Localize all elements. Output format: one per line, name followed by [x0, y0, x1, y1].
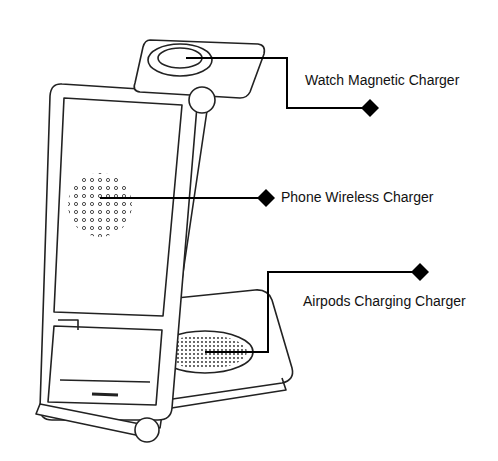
- callout-label: Watch Magnetic Charger: [305, 72, 459, 89]
- stand-outline: [36, 40, 293, 442]
- callout-label: Airpods Charging Charger: [303, 293, 466, 310]
- callout-label: Phone Wireless Charger: [281, 189, 434, 206]
